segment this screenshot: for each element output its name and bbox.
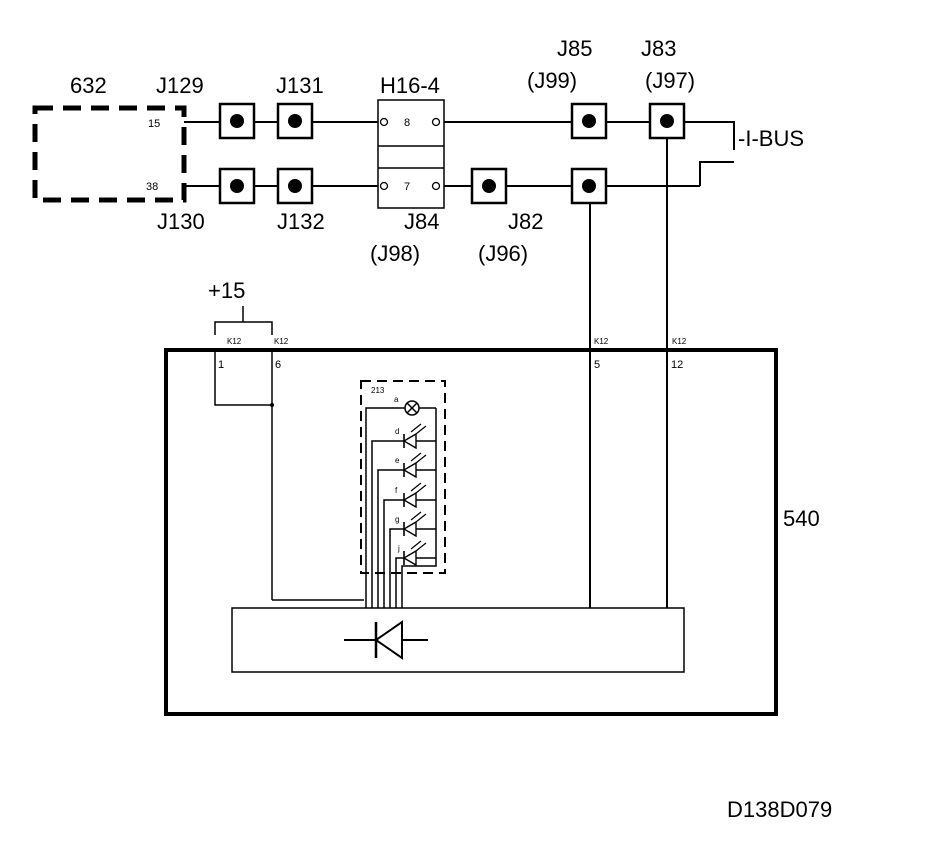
j97-label: (J97) [645,68,695,93]
led-label-e: e [395,456,400,465]
indicator-leds [371,408,437,608]
j96-label: (J96) [478,241,528,266]
driver-block [231,607,685,673]
pin-38-label: 38 [146,181,158,193]
h16-pin-8: 8 [404,117,410,129]
connector-h16-4 [377,99,445,209]
connector-j129 [218,102,256,140]
connector-j130 [218,167,256,205]
k12-label-1: K12 [227,337,242,346]
pin-15-label: 15 [148,118,160,130]
h16-pin-7: 7 [404,181,410,193]
j130-label: J130 [157,209,205,234]
j83-label: J83 [641,36,676,61]
k12-label-6: K12 [274,337,289,346]
j132-label: J132 [277,209,325,234]
connector-j85-bottom [570,167,608,205]
indicator-213-label: 213 [371,386,385,395]
module-632-label: 632 [70,73,107,98]
i-bus-label: -I-BUS [738,126,804,151]
unit-540-box [164,348,778,716]
led-label-j: j [397,544,400,553]
indicator-213-box [360,380,446,574]
k12-label-12: K12 [672,337,687,346]
lamp-label: a [394,395,399,404]
bus-wires [184,121,735,610]
j84-label: J84 [404,209,439,234]
figure-id: D138D079 [727,797,832,822]
k12-label-5: K12 [594,337,609,346]
j82-label: J82 [508,209,543,234]
led-label-f: f [395,486,398,495]
connector-j131 [276,102,314,140]
unit-540-label: 540 [783,506,820,531]
plus15-label: +15 [208,278,245,303]
diode-icon [344,620,428,660]
internal-wiring [214,350,364,601]
connector-j83 [648,102,686,140]
j99-label: (J99) [527,68,577,93]
indicator-lamp [365,400,436,608]
j129-label: J129 [156,73,204,98]
k-pin-5: 5 [594,359,600,371]
led-label-g: g [395,515,399,524]
connector-j82 [470,167,508,205]
connector-j132 [276,167,314,205]
k-pin-12: 12 [671,359,683,371]
led-label-d: d [395,427,399,436]
j98-label: (J98) [370,241,420,266]
connector-j85 [570,102,608,140]
j85-label: J85 [557,36,592,61]
j131-label: J131 [276,73,324,98]
k-pin-1: 1 [218,359,224,371]
plus15-brace [214,306,273,335]
h16-4-label: H16-4 [380,73,440,98]
k-pin-6: 6 [275,359,281,371]
module-632-box [32,105,187,203]
